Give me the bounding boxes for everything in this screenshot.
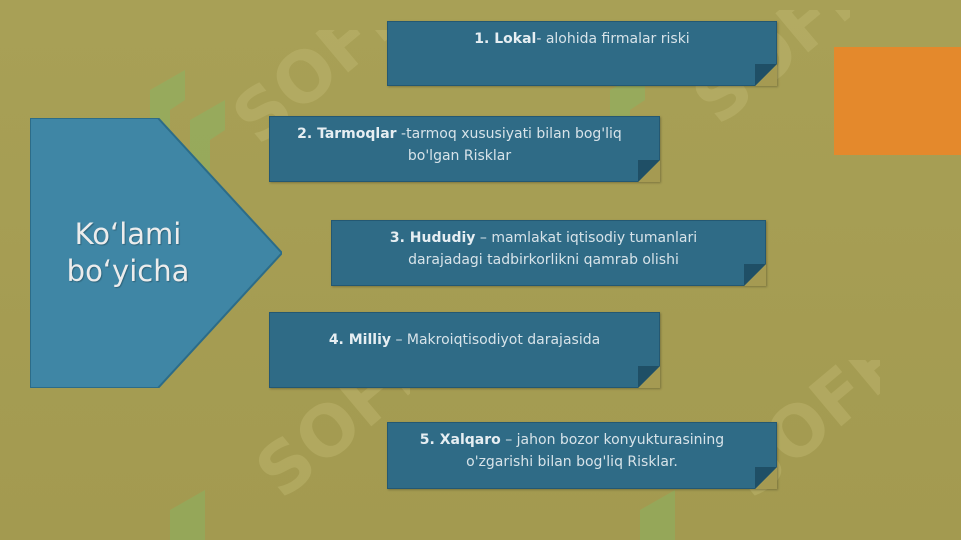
risk-item-lokal: 1. Lokal- alohida firmalar riski: [387, 21, 777, 86]
risk-item-text: – Makroiqtisodiyot darajasida: [391, 332, 601, 348]
risk-item-xalqaro: 5. Xalqaro – jahon bozor konyukturasinin…: [387, 422, 777, 489]
risk-item-title: 5. Xalqaro: [419, 432, 501, 448]
risk-item-milliy: 4. Milliy – Makroiqtisodiyot darajasida: [269, 312, 660, 388]
category-arrow: Ko‘lami bo‘yicha: [30, 118, 282, 388]
risk-item-text: – jahon bozor konyukturasining o'zgarish…: [466, 432, 725, 470]
risk-item-title: 4. Milliy: [328, 332, 391, 348]
risk-item-tarmoqlar: 2. Tarmoqlar -tarmoq xususiyati bilan bo…: [269, 116, 660, 182]
risk-item-title: 1. Lokal: [474, 31, 537, 47]
risk-item-text: - alohida firmalar riski: [536, 31, 690, 47]
risk-item-hududiy: 3. Hududiy – mamlakat iqtisodiy tumanlar…: [331, 220, 766, 286]
page-fold-shadow: [638, 366, 660, 388]
risk-item-title: 3. Hududiy: [389, 230, 476, 246]
page-fold-shadow: [744, 264, 766, 286]
risk-item-text: – mamlakat iqtisodiy tumanlari darajadag…: [408, 230, 698, 268]
risk-item-title: 2. Tarmoqlar: [297, 126, 397, 142]
page-fold-shadow: [638, 160, 660, 182]
category-label: Ko‘lami bo‘yicha: [66, 217, 190, 288]
risk-item-text: -tarmoq xususiyati bilan bog'liq bo'lgan…: [396, 126, 622, 164]
page-fold-shadow: [755, 467, 777, 489]
page-fold-shadow: [755, 64, 777, 86]
arrow-shape: [30, 118, 282, 388]
accent-box: [834, 47, 961, 155]
